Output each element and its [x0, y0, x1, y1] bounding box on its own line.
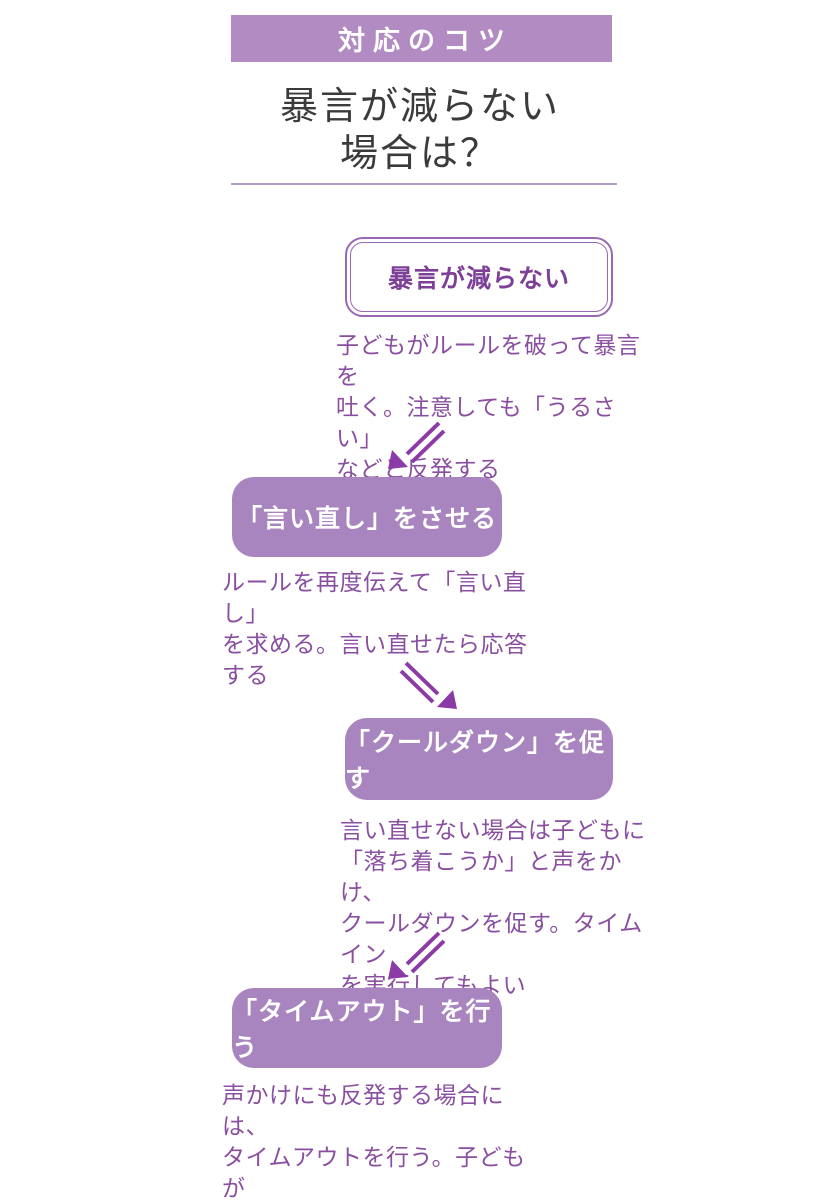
- page-title-line2: 場合は？: [339, 133, 500, 175]
- flow-step-timeout-box: 「タイムアウト」を行う: [232, 988, 502, 1068]
- header-banner: 対応のコツ: [231, 15, 612, 62]
- flow-step-timeout-description: 声かけにも反発する場合には、 タイムアウトを行う。子どもが 母親に暴言を吐いてい…: [222, 1082, 526, 1200]
- flow-step-redo-box: 「言い直し」をさせる: [232, 477, 502, 557]
- banner-label: 対応のコツ: [338, 26, 513, 56]
- flow-step-cooldown-description: 言い直せない場合は子どもに 「落ち着こうか」と声をかけ、 クールダウンを促す。タ…: [340, 817, 646, 998]
- flow-step-redo-description: ルールを再度伝えて「言い直し」 を求める。言い直せたら応答 する: [222, 569, 528, 688]
- flow-step-cooldown-box: 「クールダウン」を促す: [345, 718, 613, 800]
- page-title-line1: 暴言が減らない: [279, 86, 560, 128]
- flow-step-redo-label: 「言い直し」をさせる: [236, 505, 497, 533]
- flow-step-cooldown-label: 「クールダウン」を促す: [345, 729, 606, 793]
- arrow-down-right-icon: [399, 661, 457, 709]
- flow-step-timeout-label: 「タイムアウト」を行う: [232, 998, 492, 1062]
- title-divider: [231, 183, 617, 185]
- page-title: 暴言が減らない 場合は？: [0, 84, 840, 178]
- flow-start-box-label: 暴言が減らない: [350, 242, 608, 312]
- arrow-down-left-icon: [388, 931, 446, 979]
- arrow-down-left-icon: [388, 421, 446, 469]
- flow-start-box: 暴言が減らない: [345, 237, 613, 317]
